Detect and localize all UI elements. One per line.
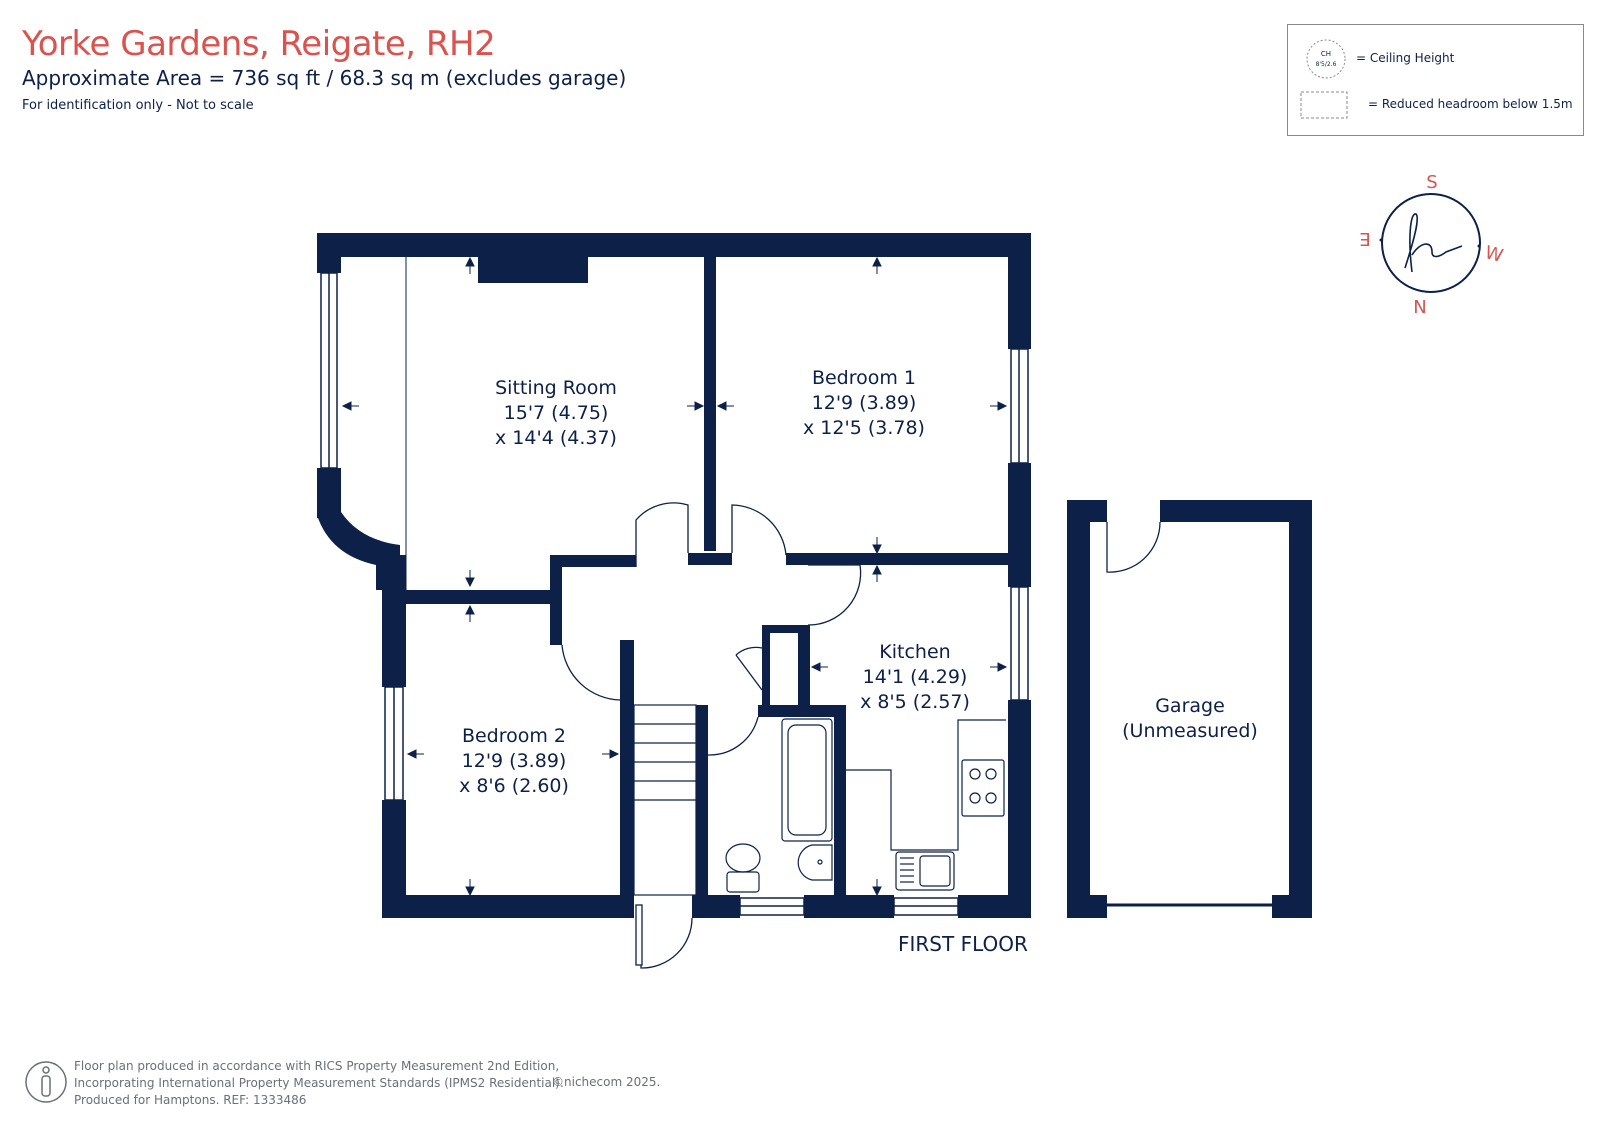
kitchen-dim1: 14'1 (4.29) bbox=[862, 666, 968, 688]
reduced-headroom-icon bbox=[1300, 91, 1348, 119]
footer-line3: Produced for Hamptons. REF: 1333486 bbox=[74, 1093, 307, 1107]
bedroom2-name: Bedroom 2 bbox=[461, 725, 567, 747]
ceiling-symbol-line1: CH bbox=[1321, 50, 1331, 58]
footer-line2: Incorporating International Property Mea… bbox=[74, 1076, 564, 1090]
bedroom2-dim1: 12'9 (3.89) bbox=[461, 750, 567, 772]
garage-label: Garage (Unmeasured) bbox=[1090, 694, 1290, 744]
sitting-room-label: Sitting Room 15'7 (4.75) x 14'4 (4.37) bbox=[456, 376, 656, 451]
ceiling-symbol-line2: 8'5/2.6 bbox=[1316, 61, 1337, 68]
bedroom1-dim1: 12'9 (3.89) bbox=[811, 392, 917, 414]
bedroom1-label: Bedroom 1 12'9 (3.89) x 12'5 (3.78) bbox=[764, 366, 964, 441]
walls bbox=[317, 233, 1312, 918]
sitting-room-dim2: x 14'4 (4.37) bbox=[495, 427, 617, 449]
ceiling-height-icon: CH 8'5/2.6 bbox=[1306, 39, 1346, 79]
sitting-room-dim1: 15'7 (4.75) bbox=[503, 402, 609, 424]
staircase bbox=[633, 704, 697, 896]
bedroom1-name: Bedroom 1 bbox=[811, 367, 917, 389]
doors bbox=[561, 502, 1161, 969]
compass-icon: S N W E bbox=[1359, 172, 1505, 318]
compass-n: N bbox=[1413, 297, 1426, 318]
garage-name: Garage bbox=[1155, 695, 1225, 717]
bathroom-fixtures bbox=[725, 718, 833, 893]
area-subtitle: Approximate Area = 736 sq ft / 68.3 sq m… bbox=[22, 66, 627, 90]
footer-line1: Floor plan produced in accordance with R… bbox=[74, 1059, 560, 1073]
footer-text: Floor plan produced in accordance with R… bbox=[74, 1058, 564, 1109]
ceiling-height-label: = Ceiling Height bbox=[1356, 51, 1455, 65]
scale-note: For identification only - Not to scale bbox=[22, 98, 254, 113]
sitting-room-name: Sitting Room bbox=[495, 377, 617, 399]
copyright-text: ©nichecom 2025. bbox=[552, 1075, 661, 1089]
bedroom2-label: Bedroom 2 12'9 (3.89) x 8'6 (2.60) bbox=[414, 724, 614, 799]
windows bbox=[320, 257, 1272, 916]
garage-dim1: (Unmeasured) bbox=[1122, 720, 1258, 742]
floor-label: FIRST FLOOR bbox=[898, 932, 1028, 956]
kitchen-label: Kitchen 14'1 (4.29) x 8'5 (2.57) bbox=[815, 640, 1015, 715]
bedroom1-dim2: x 12'5 (3.78) bbox=[803, 417, 925, 439]
compass-s: S bbox=[1426, 172, 1437, 193]
page-title: Yorke Gardens, Reigate, RH2 bbox=[22, 24, 496, 64]
legend-box: CH 8'5/2.6 = Ceiling Height = Reduced he… bbox=[1287, 24, 1584, 136]
compass-e: E bbox=[1359, 228, 1370, 249]
kitchen-dim2: x 8'5 (2.57) bbox=[860, 691, 970, 713]
compass-w: W bbox=[1483, 242, 1506, 267]
kitchen-name: Kitchen bbox=[879, 641, 951, 663]
bedroom2-dim2: x 8'6 (2.60) bbox=[459, 775, 569, 797]
kitchen-fittings bbox=[846, 719, 1006, 891]
reduced-headroom-label: = Reduced headroom below 1.5m bbox=[1368, 97, 1573, 111]
dimension-arrows bbox=[341, 256, 1008, 897]
info-person-icon bbox=[25, 1061, 67, 1103]
